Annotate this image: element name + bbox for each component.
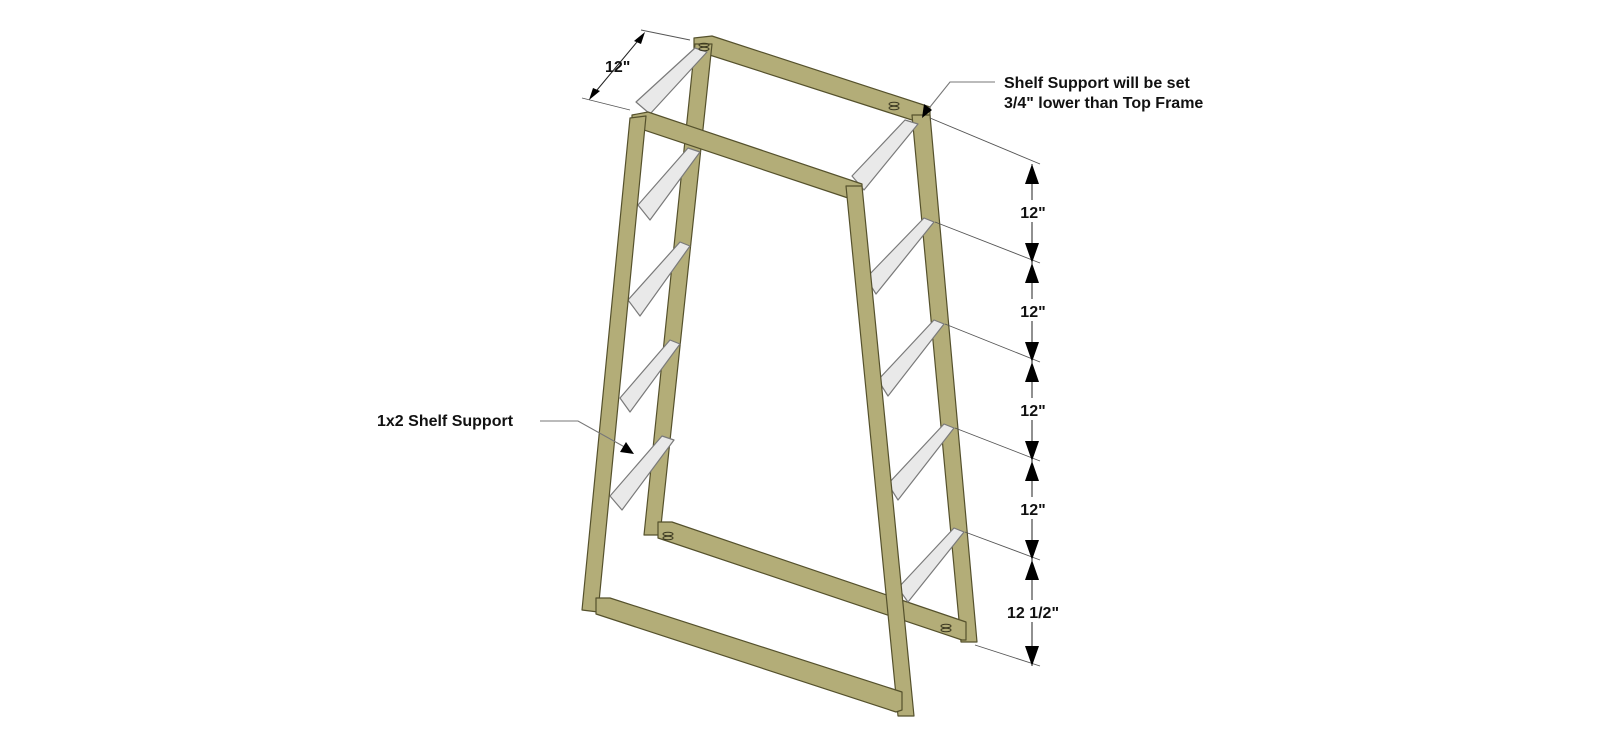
shelf-support-left-4 (609, 435, 675, 511)
shelf-support-right-4 (897, 527, 965, 603)
vertical-dimensions: 12" 12" 12" 12" 12 1/2" (929, 117, 1064, 667)
pocket-holes (662, 42, 952, 633)
offset-callout-arrow (922, 104, 932, 118)
offset-callout: Shelf Support will be set 3/4" lower tha… (922, 75, 1203, 118)
pocket-hole-bottom-right-2 (940, 627, 952, 633)
front-bottom-rail (595, 597, 903, 713)
back-top-rail (693, 35, 931, 121)
front-left-post (581, 115, 647, 613)
pocket-hole-bottom-left-2 (662, 535, 674, 541)
depth-dimension-label: 12" (605, 59, 630, 76)
spacing-label-3: 12" (1020, 403, 1045, 420)
shelf-supports-right (851, 119, 965, 603)
spacing-label-4: 12" (1020, 502, 1045, 519)
shelf-supports-left (609, 47, 708, 511)
spacing-label-2: 12" (1020, 304, 1045, 321)
shelf-support-left-2 (627, 241, 691, 317)
shelf-support-left-3 (619, 339, 681, 413)
front-right-post (845, 185, 915, 717)
shelf-support-right-top (851, 119, 919, 191)
shelf-support-callout-label: 1x2 Shelf Support (377, 413, 514, 430)
front-frame (581, 111, 915, 717)
spacing-label-1: 12" (1020, 205, 1045, 222)
depth-dimension: 12" (581, 29, 691, 111)
offset-callout-line1: Shelf Support will be set (1004, 75, 1190, 92)
pocket-hole-top-left-2 (698, 46, 710, 52)
shelf-support-right-2 (877, 319, 945, 397)
shelf-support-callout: 1x2 Shelf Support (377, 413, 634, 454)
depth-arrow-bottom (589, 88, 600, 100)
spacing-label-5: 12 1/2" (1007, 605, 1059, 622)
shelf-support-right-1 (865, 217, 935, 295)
shelf-support-callout-arrow (620, 442, 634, 454)
shelf-support-right-3 (887, 423, 955, 501)
pocket-hole-top-right-2 (888, 105, 900, 111)
shelf-support-left-1 (637, 147, 701, 221)
depth-arrow-top (634, 32, 645, 44)
offset-callout-line2: 3/4" lower than Top Frame (1004, 95, 1203, 112)
shelf-support-left-top (635, 47, 708, 115)
